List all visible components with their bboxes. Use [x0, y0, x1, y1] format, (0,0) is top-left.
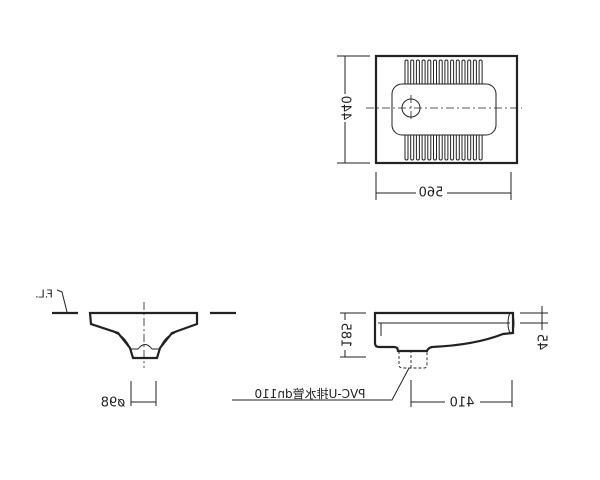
top-view: 440 560: [337, 54, 522, 201]
rim-dimension: 45: [520, 306, 549, 350]
rib: [421, 59, 426, 87]
rib: [478, 59, 483, 87]
rib: [478, 133, 483, 161]
pan-profile: [373, 311, 515, 353]
rib: [404, 59, 409, 87]
length-label: 410: [450, 396, 475, 411]
outlet-label: ø98: [101, 396, 126, 411]
rib: [427, 59, 432, 87]
rib: [444, 59, 449, 87]
rib: [455, 59, 460, 87]
rib: [404, 133, 409, 161]
rib: [410, 59, 415, 87]
flush-inlet: [507, 312, 515, 334]
rib: [472, 133, 477, 161]
rim-label: 45: [534, 334, 549, 351]
rib: [415, 59, 420, 87]
rib: [433, 133, 437, 161]
rib: [461, 59, 466, 87]
pan-section: [88, 311, 199, 360]
rib: [438, 59, 443, 87]
rib: [433, 59, 437, 87]
rib: [444, 133, 449, 161]
depth-dimension: 440: [337, 55, 370, 164]
drain-pipe-hidden: [398, 350, 428, 369]
depth-label: 440: [338, 96, 353, 121]
rib: [421, 133, 426, 161]
rib: [415, 133, 420, 161]
front-view: F.L. ø98: [35, 288, 236, 411]
pan-bowl: [391, 83, 497, 136]
rib: [472, 59, 477, 87]
rib: [467, 59, 472, 87]
rib: [467, 133, 472, 161]
rib: [438, 133, 443, 161]
length-dimension: 410: [410, 380, 513, 411]
height-label: 185: [338, 323, 353, 348]
side-view: PVC-U排水管dn110 185 45 410: [232, 306, 549, 411]
rib: [450, 133, 455, 161]
pan-outline: [374, 54, 519, 165]
rib: [461, 133, 466, 161]
height-dimension: 185: [338, 312, 366, 358]
floor-level-label: F.L.: [35, 288, 53, 301]
outlet-dimension: ø98: [101, 381, 157, 411]
rib: [427, 133, 432, 161]
rib: [455, 133, 460, 161]
rib: [410, 133, 415, 161]
width-label: 560: [419, 186, 444, 201]
pipe-label: PVC-U排水管dn110: [254, 386, 365, 401]
width-dimension: 560: [375, 172, 512, 201]
rib: [450, 59, 455, 87]
pipe-leader: [232, 367, 410, 401]
